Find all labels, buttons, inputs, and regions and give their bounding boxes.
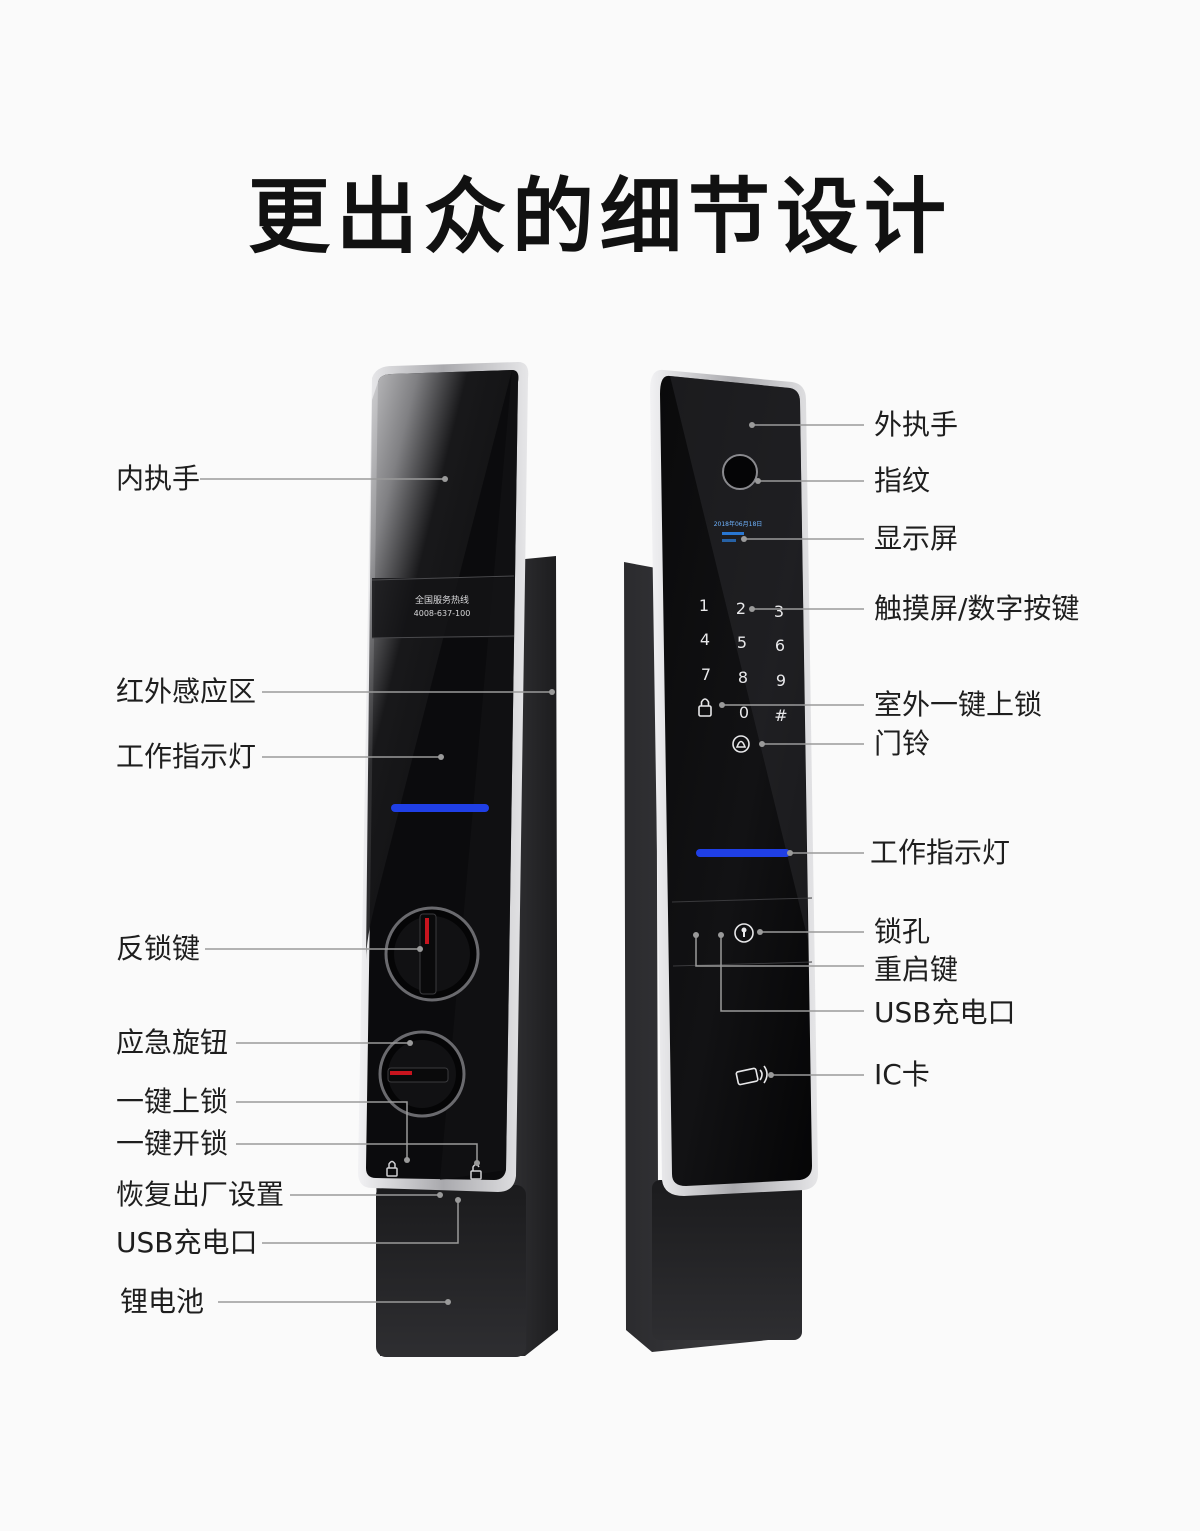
key-7[interactable]: 7 [701,665,711,684]
bottom-rule [0,1531,1200,1539]
label-one-key-unlock: 一键开锁 [116,1127,229,1160]
inner-indicator-light [391,804,489,812]
inner-leader-dots [404,476,555,1305]
key-1[interactable]: 1 [699,596,709,615]
fingerprint-sensor-icon [722,454,758,490]
label-factory-reset: 恢复出厂设置 [116,1178,285,1211]
label-doorbell: 门铃 [874,727,931,760]
label-deadlock-key: 反锁键 [116,932,201,965]
label-lithium-battery: 锂电池 [120,1285,205,1318]
ic-card-icon [735,1065,768,1086]
label-display: 显示屏 [874,522,959,555]
outer-leader-dots [693,422,793,1078]
label-touch-keypad: 触摸屏/数字按键 [874,592,1080,625]
key-8[interactable]: 8 [738,668,748,687]
key-hash[interactable]: # [774,706,787,725]
key-3[interactable]: 3 [774,602,784,621]
lock-icon [386,1160,398,1177]
label-inner-work-indicator: 工作指示灯 [116,740,257,773]
key-0[interactable]: 0 [739,703,749,722]
bell-icon[interactable] [732,735,750,753]
screen-date: 2018年06月18日 [714,520,763,528]
label-one-key-lock: 一键上锁 [116,1085,229,1118]
key-6[interactable]: 6 [775,636,785,655]
label-fingerprint: 指纹 [874,464,931,497]
hotline-title: 全国服务热线 [415,594,469,606]
outdoor-lock-icon[interactable] [698,698,712,717]
label-restart-key: 重启键 [874,953,959,986]
outer-indicator-light [696,849,790,857]
outer-lock: 2018年06月18日 1 2 3 4 5 6 7 8 9 0 # [624,369,818,1352]
inner-lock: 全国服务热线 4008-637-100 [358,362,558,1357]
keyhole-icon[interactable] [734,923,754,943]
hotline-number: 4008-637-100 [414,609,471,618]
label-ic-card: IC卡 [874,1058,930,1091]
label-inner-usb-port: USB充电口 [116,1226,258,1259]
key-5[interactable]: 5 [737,633,747,652]
keypad: 1 2 3 4 5 6 7 8 9 0 # [699,596,788,725]
label-infrared-zone: 红外感应区 [116,675,257,708]
label-emergency-knob: 应急旋钮 [116,1026,229,1059]
label-inner-handle: 内执手 [116,462,201,495]
label-keyhole: 锁孔 [874,915,931,948]
label-outdoor-one-key-lock: 室外一键上锁 [874,688,1043,721]
outer-leader-lines [695,424,864,1076]
key-4[interactable]: 4 [700,630,710,649]
battery-compartment [376,1185,526,1357]
label-outer-usb-port: USB充电口 [874,996,1016,1029]
label-outer-work-indicator: 工作指示灯 [870,836,1011,869]
key-9[interactable]: 9 [776,671,786,690]
page-title: 更出众的细节设计 [247,170,952,265]
key-2[interactable]: 2 [736,599,746,618]
label-outer-handle: 外执手 [874,408,959,441]
inner-leader-lines [200,478,552,1303]
